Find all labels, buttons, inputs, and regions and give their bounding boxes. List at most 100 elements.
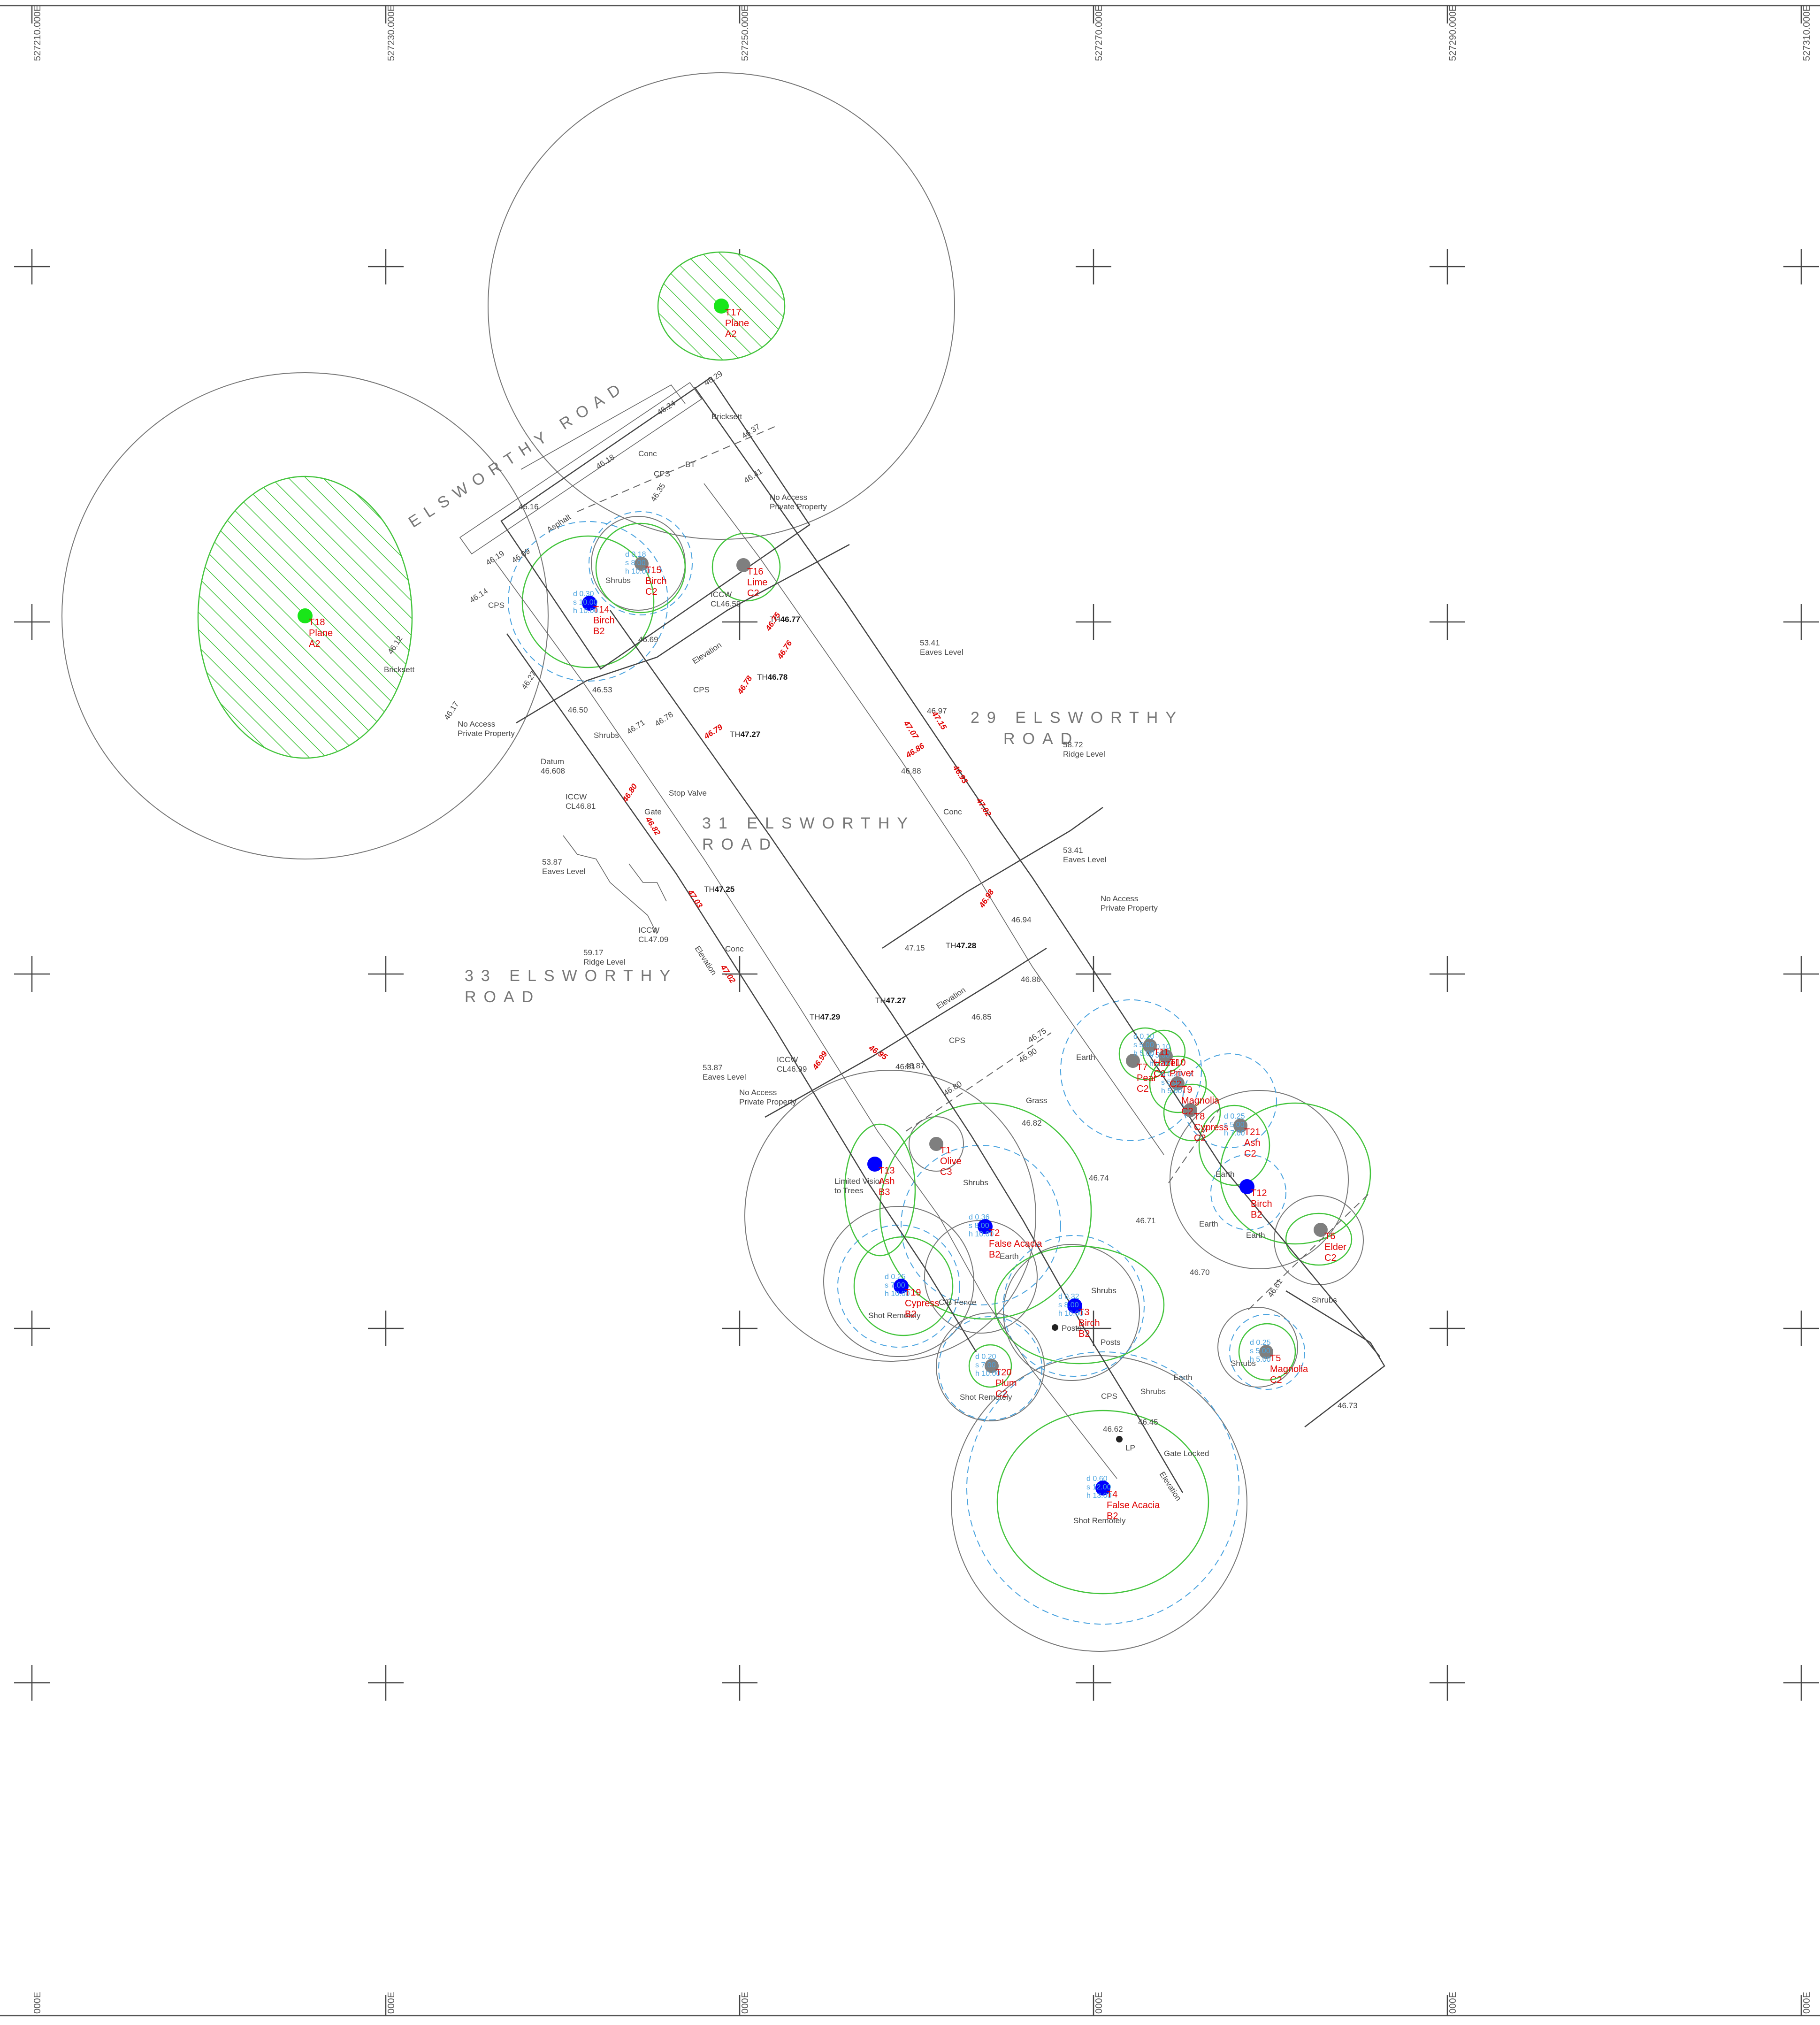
spot-level: 46.24 — [656, 399, 677, 417]
label-earth-3: Earth — [1246, 1231, 1265, 1240]
tree-marker-dot — [1159, 1049, 1173, 1063]
th-level: TH46.78 — [757, 673, 788, 682]
label-shot-remotely-1: Shot Remotely — [868, 1311, 921, 1320]
coord-label-bottom-5: 000E — [1448, 1992, 1458, 2014]
spot-level: 46.97 — [927, 706, 947, 715]
spot-level: 46.74 — [1089, 1174, 1109, 1182]
label-shrubs-2: Shrubs — [594, 731, 619, 740]
road-label-33-line2: ROAD — [465, 988, 541, 1006]
spot-level: 46.62 — [1103, 1425, 1123, 1434]
label-bricksett-2: Bricksett — [384, 665, 414, 674]
label-earth-6: Earth — [1199, 1220, 1218, 1228]
tree-marker-dot — [1126, 1054, 1140, 1068]
road-label-29-line1: 29 ELSWORTHY — [971, 709, 1184, 727]
label-elevation-2: Elevation — [935, 985, 967, 1011]
building-outlines — [459, 376, 1385, 1493]
red-level: 46.95 — [867, 1043, 889, 1062]
spot-level: 46.87 — [905, 1061, 925, 1070]
lamp-post-marker — [1116, 1436, 1123, 1442]
th-level: TH47.27 — [875, 996, 906, 1005]
tree-marker-dot — [1095, 1480, 1110, 1496]
tree-marker-dot — [1067, 1298, 1082, 1313]
label-asphalt: Asphalt — [545, 512, 573, 534]
tree-marker-dot — [894, 1279, 909, 1294]
label-earth-5: Earth — [1173, 1373, 1193, 1382]
coord-label-bottom-1: 000E — [32, 1992, 43, 2014]
label-conc: Conc — [638, 449, 657, 458]
label-bricksett: Bricksett — [711, 412, 742, 421]
spot-level: 46.88 — [901, 767, 921, 775]
label-conc-2: Conc — [943, 807, 962, 816]
tree-marker-dot — [736, 558, 750, 572]
threshold-levels: TH46.77 TH46.78 TH47.27 TH47.25 TH47.28 … — [704, 615, 976, 1021]
tree-marker-dot — [714, 299, 729, 314]
tree-marker-dot — [582, 596, 597, 611]
coord-label-bottom-2: 000E — [386, 1992, 397, 2014]
spot-level: 46.73 — [1338, 1401, 1358, 1410]
th-level: TH46.77 — [770, 615, 800, 624]
red-level: 46.86 — [904, 741, 926, 760]
coord-label-bottom-3: 000E — [740, 1992, 750, 2014]
spot-level: 46.45 — [1138, 1418, 1158, 1427]
spot-level: 46.94 — [1011, 915, 1032, 924]
spot-level: 46.81 — [895, 1062, 916, 1071]
label-bt: BT — [685, 460, 696, 469]
label-posts-1: Posts — [1062, 1324, 1082, 1333]
label-cps-3: CPS — [693, 685, 710, 694]
spot-level: 46.86 — [1021, 975, 1041, 984]
tree-marker-dot — [929, 1137, 943, 1151]
tree-marker-dot — [867, 1157, 882, 1172]
coord-label-bottom-4: 000E — [1094, 1992, 1104, 2014]
spot-level: 46.16 — [519, 502, 539, 511]
label-shot-remotely-2: Shot Remotely — [960, 1393, 1012, 1402]
th-level: TH47.25 — [704, 885, 734, 894]
road-labels: ELSWORTHY ROAD 29 ELSWORTHY ROAD 31 ELSW… — [405, 377, 1184, 1006]
red-level: 46.80 — [620, 782, 639, 804]
red-level: 47.07 — [902, 719, 920, 741]
spot-level: 46.71 — [625, 718, 647, 736]
tree-marker-dot — [978, 1219, 993, 1234]
th-level: TH47.28 — [946, 941, 976, 950]
label-gate: Gate — [644, 807, 662, 816]
label-earth-4: Earth — [1000, 1252, 1019, 1261]
spot-level: 46.71 — [1136, 1216, 1156, 1225]
canopy-spreads — [508, 511, 1305, 1625]
label-shrubs-7: Shrubs — [1231, 1359, 1256, 1368]
spot-level: 46.85 — [971, 1012, 992, 1021]
spot-level: 46.35 — [649, 482, 667, 503]
label-lp: LP — [1125, 1443, 1135, 1452]
